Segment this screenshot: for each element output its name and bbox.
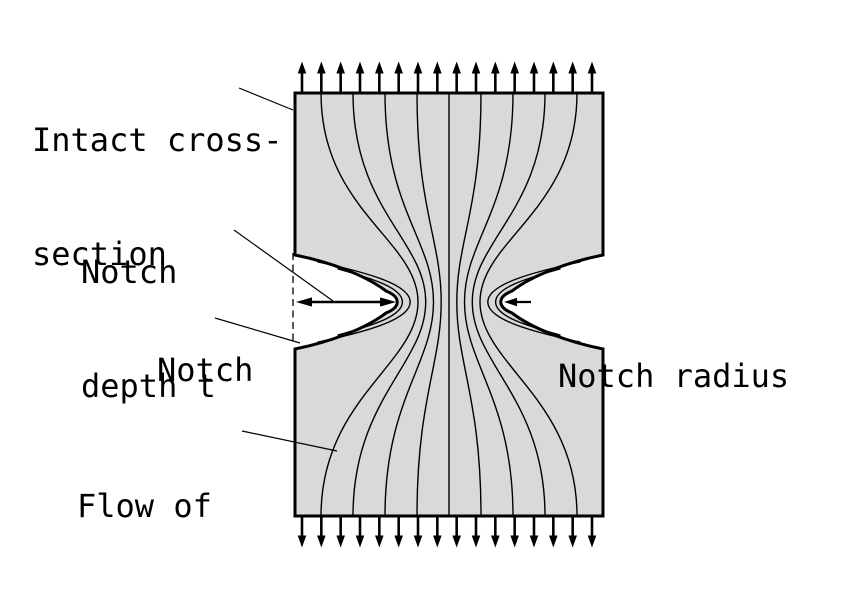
notch-depth-arrow (296, 297, 396, 307)
label-notch: Notch (157, 275, 253, 465)
label-line: Notch radius (558, 357, 790, 395)
label-line: depth t (81, 367, 216, 405)
leader-lines (214, 87, 338, 452)
label-line: Intact cross- (32, 121, 283, 159)
label-line: Flow of (77, 487, 212, 525)
specimen-outline (293, 91, 605, 518)
label-notch-radius: Notch radius (558, 281, 789, 471)
label-flow-of-force: Flow of force (77, 406, 212, 597)
label-notch-depth-t: Notch depth t (81, 177, 216, 481)
notch-radius-arrow (504, 297, 531, 307)
label-line: Notch (157, 351, 254, 389)
tension-arrows-bottom (297, 517, 597, 548)
label-line: section (32, 235, 167, 273)
label-line: Notch (81, 253, 178, 291)
label-intact-cross-section: Intact cross- section (32, 45, 282, 349)
tension-arrows-top (297, 61, 597, 92)
